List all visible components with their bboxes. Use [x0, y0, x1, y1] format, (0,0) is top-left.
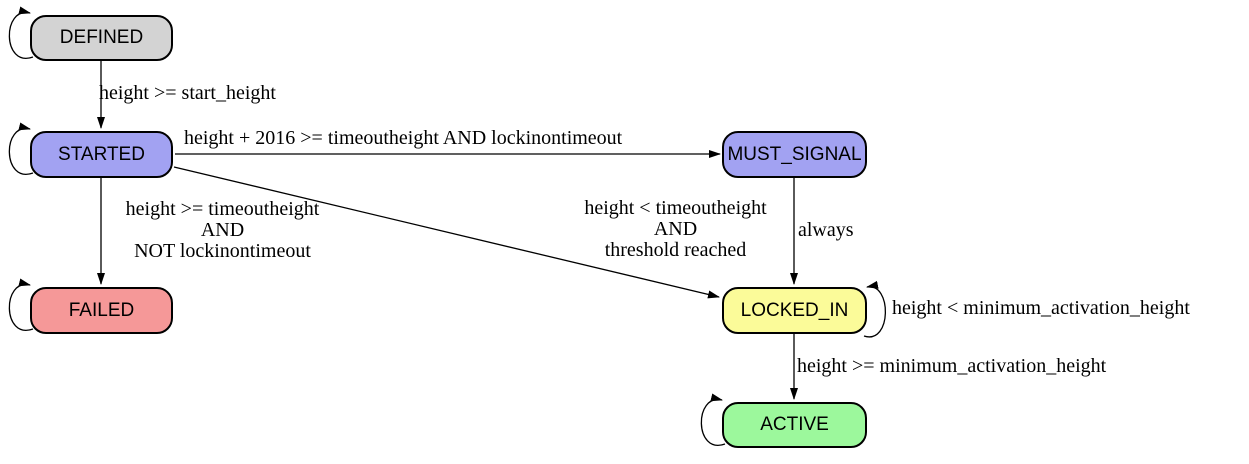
edge-label-line: AND: [653, 218, 698, 240]
edge-label-must-signal-to-locked-in: always: [798, 219, 854, 241]
self-loop-started: [8, 122, 34, 175]
state-node-must-signal: MUST_SIGNAL: [722, 131, 867, 178]
state-node-defined: DEFINED: [30, 15, 173, 61]
state-node-failed: FAILED: [30, 287, 173, 334]
state-node-active: ACTIVE: [722, 402, 867, 448]
state-node-locked-in: LOCKED_IN: [722, 287, 867, 334]
state-label-locked-in: LOCKED_IN: [740, 299, 849, 321]
edge-label-started-to-must-signal: height + 2016 >= timeoutheight AND locki…: [184, 127, 623, 149]
state-label-started: STARTED: [58, 143, 145, 165]
edge-label-line: threshold reached: [604, 239, 747, 261]
edge-label-line: NOT lockinontimeout: [134, 240, 311, 262]
edge-label-locked-in-to-active: height >= minimum_activation_height: [797, 355, 1107, 377]
edge-started-to-locked-in: [173, 166, 720, 299]
state-label-must-signal: MUST_SIGNAL: [727, 143, 862, 165]
edge-label-started-to-failed: height >= timeoutheight AND NOT lockinon…: [100, 199, 345, 262]
self-loop-locked-in: [863, 280, 886, 338]
self-loop-active: [700, 393, 726, 446]
state-label-defined: DEFINED: [59, 27, 144, 48]
self-loop-failed: [8, 278, 34, 331]
edge-label-defined-to-started: height >= start_height: [99, 82, 276, 104]
self-loop-defined: [8, 6, 34, 59]
state-label-failed: FAILED: [68, 299, 135, 321]
edge-label-started-to-locked-in: height < timeoutheight AND threshold rea…: [553, 198, 798, 261]
state-node-started: STARTED: [30, 131, 173, 178]
edge-label-line: AND: [200, 219, 245, 241]
edge-label-line: height >= timeoutheight: [125, 198, 320, 220]
edge-label-line: height < timeoutheight: [584, 197, 767, 219]
state-label-active: ACTIVE: [760, 414, 829, 435]
edge-label-locked-in-self-loop: height < minimum_activation_height: [892, 297, 1190, 319]
